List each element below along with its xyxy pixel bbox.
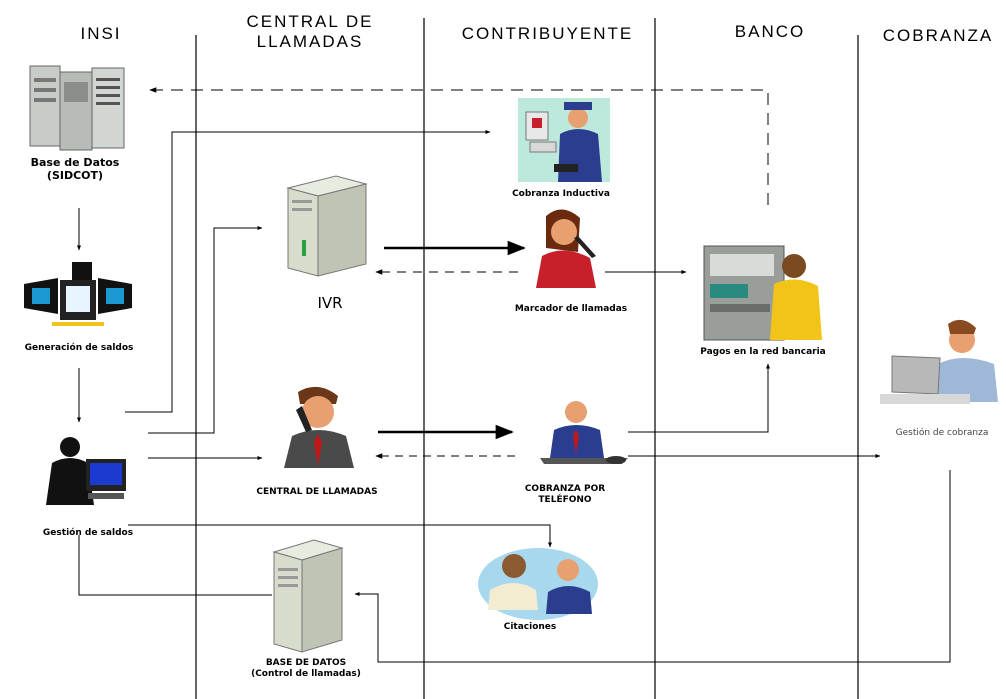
label-ivr: IVR xyxy=(317,294,343,312)
arrow-gestion-to-control xyxy=(78,535,272,596)
label-generacion-saldos: Generación de saldos xyxy=(24,343,134,353)
connectors xyxy=(77,87,951,663)
label-base-datos-sidcot: Base de Datos (SIDCOT) xyxy=(30,156,120,182)
database-server-icon xyxy=(29,65,125,151)
meeting-people-icon xyxy=(478,548,598,620)
person-at-desk-icon xyxy=(518,98,610,182)
label-citaciones: Citaciones xyxy=(503,622,557,632)
label-cobranza-telefono: COBRANZA POR TELÉFONO xyxy=(524,484,606,505)
lane-title-cobranza: COBRANZA xyxy=(882,26,994,45)
man-on-phone-icon xyxy=(284,386,354,468)
person-at-computer-icon xyxy=(46,437,126,505)
label-gestion-cobranza: Gestión de cobranza xyxy=(895,428,989,438)
woman-at-atm-icon xyxy=(703,245,822,341)
lane-title-contribuyente: CONTRIBUYENTE xyxy=(461,24,634,43)
lane-title-insi: INSI xyxy=(80,24,122,43)
arrow-cobranza-to-control xyxy=(354,470,951,663)
label-cobranza-inductiva: Cobranza Inductiva xyxy=(512,189,610,199)
arrow-gestion-to-inductiva xyxy=(125,130,491,413)
woman-on-phone-icon xyxy=(536,209,596,288)
label-marcador-llamadas: Marcador de llamadas xyxy=(514,304,628,314)
label-pagos-red-bancaria: Pagos en la red bancaria xyxy=(700,347,826,357)
label-central-llamadas: CENTRAL DE LLAMADAS xyxy=(256,487,378,497)
businessman-on-phone-icon xyxy=(540,401,628,464)
database-server-icon xyxy=(272,539,344,653)
arrow-gestion-to-ivr xyxy=(148,226,263,434)
ivr-server-icon xyxy=(286,175,368,277)
arrow-gestion-to-citaciones xyxy=(128,524,552,548)
lane-title-banco: BANCO xyxy=(734,22,806,41)
lane-title-central: CENTRAL DE LLAMADAS xyxy=(246,12,374,51)
label-gestion-saldos: Gestión de saldos xyxy=(42,528,134,538)
computer-network-icon xyxy=(24,262,132,326)
man-at-laptop-icon xyxy=(880,319,998,404)
arrow-telefono-to-pagos xyxy=(628,363,770,433)
label-base-datos-control: BASE DE DATOS (Control de llamadas) xyxy=(251,658,361,679)
arrow-banco-to-sidcot xyxy=(149,87,769,205)
